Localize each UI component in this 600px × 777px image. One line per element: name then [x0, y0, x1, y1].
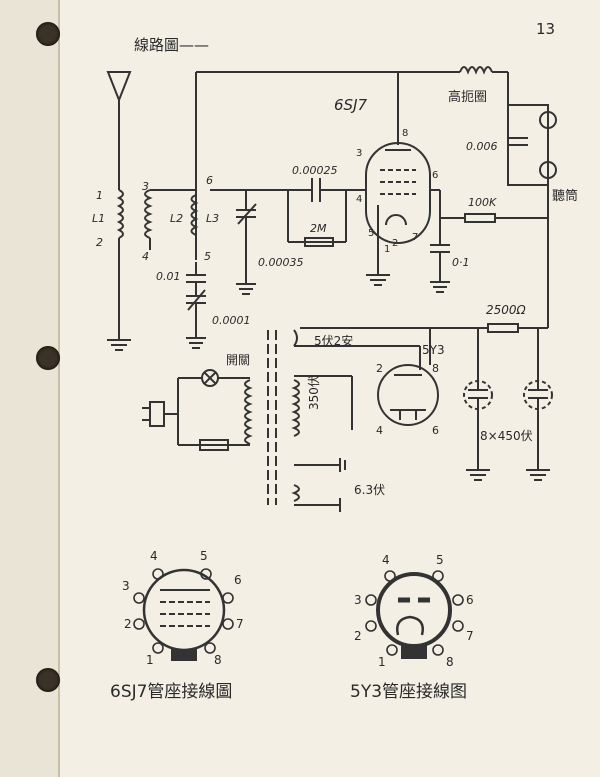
socket-caption: 6SJ7管座接線圖	[110, 682, 232, 702]
pin-label: 3	[142, 180, 149, 193]
label-tuning-cap: 0.00035	[258, 256, 304, 269]
socket-pin: 4	[150, 549, 158, 563]
socket-pin: 2	[354, 629, 362, 643]
antenna-symbol	[106, 71, 132, 103]
tube-pin: 4	[356, 194, 362, 205]
socket-pin: 1	[378, 655, 386, 669]
socket-6sj7	[142, 568, 226, 652]
label-resistor-2500: 2500Ω	[486, 303, 527, 317]
label-63v-winding: 6.3伏	[354, 483, 385, 497]
transformer-secondary	[291, 379, 300, 437]
tube-pin: 7	[412, 232, 418, 243]
tube-pin: 8	[402, 128, 408, 139]
tube-pin: 2	[392, 238, 398, 249]
label-filter-caps: 8×450伏	[480, 429, 533, 443]
label-5v-winding: 5伏2安	[314, 333, 353, 348]
socket-pin: 8	[446, 655, 454, 669]
pin-label: 4	[142, 250, 149, 263]
label-6sj7: 6SJ7	[334, 96, 367, 114]
tube-pin: 4	[376, 424, 383, 437]
socket-pin: 4	[382, 553, 390, 567]
tube-pin: 6	[432, 424, 439, 437]
socket-pin: 6	[466, 593, 474, 607]
label-cap-001: 0.01	[156, 270, 181, 283]
socket-caption: 5Y3管座接線图	[350, 682, 467, 702]
tube-pin: 8	[432, 362, 439, 375]
label-resistor-100k: 100K	[468, 196, 497, 209]
socket-5y3	[376, 572, 452, 648]
resistor-2500	[487, 323, 519, 333]
grid-leak-resistor	[304, 237, 334, 247]
coil-l3	[190, 194, 199, 236]
label-switch: 開關	[226, 353, 250, 367]
tube-pin: 5	[368, 228, 374, 239]
label-bypass-cap: 0·1	[452, 256, 470, 269]
transformer-primary	[244, 379, 253, 445]
socket-pin: 3	[354, 593, 362, 607]
coil-label-l3: L3	[206, 212, 219, 225]
socket-pin: 2	[124, 617, 132, 631]
binder-hole	[36, 22, 60, 46]
coil-l1	[116, 189, 124, 239]
label-coupling-cap: 0.00025	[292, 164, 338, 177]
label-rf-choke: 高扼圈	[448, 89, 487, 105]
label-earphone: 聽筒	[552, 188, 578, 204]
fuse	[199, 439, 229, 451]
page-number: 13	[536, 20, 555, 38]
coil-pin-label: 1	[96, 189, 103, 202]
socket-pin: 7	[466, 629, 474, 643]
coil-label-l2: L2	[170, 212, 183, 225]
binding-margin	[0, 0, 60, 777]
coil-label-l1: L1	[92, 212, 105, 225]
binder-hole	[36, 668, 60, 692]
earphone-symbol	[539, 111, 557, 129]
label-grid-leak: 2M	[310, 222, 327, 235]
tube-pin: 1	[384, 244, 390, 255]
pin-label: 6	[206, 174, 213, 187]
socket-key	[401, 645, 427, 659]
socket-pin: 3	[122, 579, 130, 593]
rf-choke	[459, 66, 493, 75]
label-350v-winding: 350伏	[307, 375, 321, 410]
filament-winding	[291, 484, 300, 502]
coil-l2	[144, 189, 153, 239]
socket-pin: 1	[146, 653, 154, 667]
tube-pin: 2	[376, 362, 383, 375]
socket-pin: 8	[214, 653, 222, 667]
binder-hole	[36, 346, 60, 370]
socket-pin: 5	[200, 549, 208, 563]
pin-label: 5	[204, 250, 211, 263]
socket-pin: 6	[234, 573, 242, 587]
coil-pin-label: 2	[96, 236, 103, 249]
label-5y3: 5Y3	[422, 343, 445, 357]
socket-key	[171, 649, 197, 661]
tube-pin: 6	[432, 170, 438, 181]
resistor-100k	[464, 213, 496, 223]
plug-icon	[149, 401, 165, 427]
label-cap-0006: 0.006	[466, 140, 498, 153]
tube-5y3	[377, 364, 439, 426]
tube-pin: 3	[356, 148, 362, 159]
page-title: 線路圖——	[134, 36, 209, 54]
socket-pin: 7	[236, 617, 244, 631]
socket-pin: 5	[436, 553, 444, 567]
label-trimmer: 0.0001	[212, 314, 251, 327]
